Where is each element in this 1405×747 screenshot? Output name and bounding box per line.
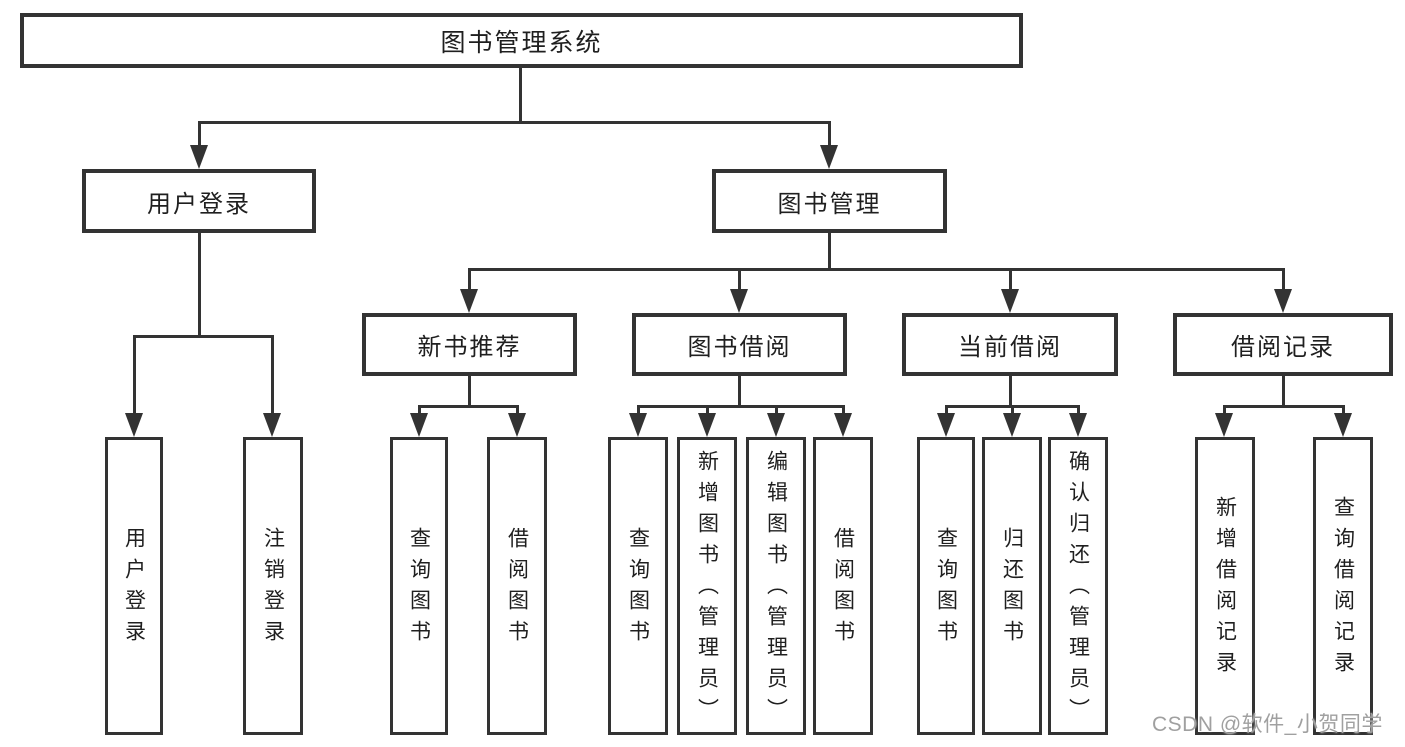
connector-stem [1342,405,1345,416]
leaf-query-books-current: 查询图书 [917,437,975,735]
node-user-login: 用户登录 [82,169,316,233]
connector-level2-rail [198,121,831,124]
connector-stem-new-book [468,268,471,292]
connector-stem-book-borrow [738,268,741,292]
node-new-book-recommend: 新书推荐 [362,313,577,376]
node-borrow-records: 借阅记录 [1173,313,1393,376]
leaf-confirm-return-admin: 确认归还（管理员） [1048,437,1108,735]
node-book-borrow: 图书借阅 [632,313,847,376]
node-book-management: 图书管理 [712,169,947,233]
connector-book-borrow-rail [637,405,845,408]
connector-borrow-records-rail [1223,405,1345,408]
arrow-icon [1069,413,1087,437]
connector-stem [418,405,421,416]
arrow-icon [937,413,955,437]
connector-book-borrow-trunk [738,373,741,408]
arrow-icon [767,413,785,437]
connector-level3-rail [468,268,1285,271]
connector-new-book-rail [418,405,519,408]
node-library-management-system: 图书管理系统 [20,13,1023,68]
leaf-return-book: 归还图书 [982,437,1042,735]
arrow-icon [834,413,852,437]
connector-stem [706,405,709,416]
leaf-logout: 注销登录 [243,437,303,735]
leaf-query-borrow-record: 查询借阅记录 [1313,437,1373,735]
watermark-text: CSDN @软件_小贺同学 [1152,713,1383,736]
arrow-icon [698,413,716,437]
arrow-icon-new-book [460,289,478,313]
leaf-add-book-admin: 新增图书（管理员） [677,437,737,735]
arrow-icon-user-login [190,145,208,169]
connector-stem-borrow-records [1282,268,1285,292]
arrow-icon-borrow-records [1274,289,1292,313]
leaf-query-books-borrow: 查询图书 [608,437,668,735]
arrow-icon-book-borrow [730,289,748,313]
arrow-icon [1003,413,1021,437]
leaf-add-borrow-record: 新增借阅记录 [1195,437,1255,735]
connector-stem-leaf-user-login [133,335,136,415]
arrow-icon-leaf-user-login [125,413,143,437]
connector-stem [945,405,948,416]
connector-stem [637,405,640,416]
leaf-user-login: 用户登录 [105,437,163,735]
connector-stem-user-login [198,122,201,148]
arrow-icon-current-borrow [1001,289,1019,313]
connector-book-management-trunk [828,231,831,271]
connector-borrow-records-trunk [1282,373,1285,408]
connector-stem [842,405,845,416]
arrow-icon [629,413,647,437]
leaf-edit-book-admin: 编辑图书（管理员） [746,437,806,735]
arrow-icon-book-management [820,145,838,169]
leaf-query-books-newbook: 查询图书 [390,437,448,735]
connector-user-login-rail [133,335,274,338]
arrow-icon [1334,413,1352,437]
connector-stem-leaf-logout [271,335,274,415]
leaf-borrow-books-borrow: 借阅图书 [813,437,873,735]
connector-stem [775,405,778,416]
connector-stem-current-borrow [1009,268,1012,292]
connector-user-login-trunk [198,231,201,337]
connector-stem [1011,405,1014,416]
node-current-borrow: 当前借阅 [902,313,1118,376]
connector-current-borrow-trunk [1009,373,1012,408]
connector-stem-book-management [828,122,831,148]
connector-root-trunk [519,68,522,124]
arrow-icon [410,413,428,437]
leaf-borrow-books-newbook: 借阅图书 [487,437,547,735]
connector-stem [1077,405,1080,416]
connector-stem [516,405,519,416]
arrow-icon [1215,413,1233,437]
arrow-icon [508,413,526,437]
connector-stem [1223,405,1226,416]
arrow-icon-leaf-logout [263,413,281,437]
connector-new-book-trunk [468,373,471,408]
